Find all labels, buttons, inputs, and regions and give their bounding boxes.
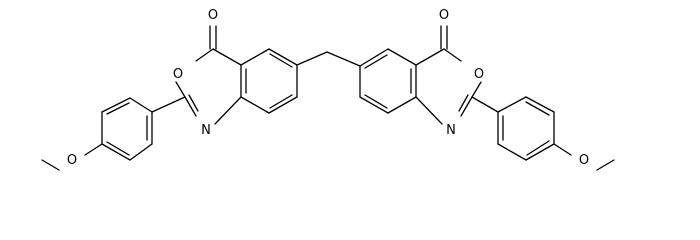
carbonyl-oxygen-left: O bbox=[208, 8, 218, 23]
bond bbox=[415, 48, 445, 66]
bond bbox=[460, 96, 473, 117]
bond bbox=[129, 143, 153, 161]
bond-methyl bbox=[41, 159, 60, 171]
bond bbox=[415, 96, 443, 125]
bond bbox=[151, 96, 186, 113]
bond bbox=[195, 48, 214, 62]
methylene-bridge bbox=[296, 51, 361, 67]
bond-double bbox=[269, 94, 293, 109]
bond-double bbox=[106, 102, 130, 115]
left-benzoxazinone: O O N bbox=[151, 8, 298, 138]
bond bbox=[443, 48, 462, 62]
bond bbox=[101, 97, 131, 113]
left-methoxyphenyl: O bbox=[41, 97, 153, 171]
bond bbox=[497, 143, 527, 161]
bond bbox=[326, 51, 361, 67]
bond-double bbox=[269, 53, 293, 68]
ring-oxygen-left: O bbox=[173, 67, 183, 82]
bond-double bbox=[106, 141, 130, 156]
bond-methyl bbox=[596, 159, 615, 171]
bond bbox=[101, 143, 131, 161]
bond-double bbox=[188, 94, 199, 112]
bond bbox=[84, 143, 103, 156]
bond bbox=[359, 96, 389, 114]
bond bbox=[471, 81, 482, 98]
bond bbox=[175, 81, 186, 98]
bond bbox=[525, 143, 555, 161]
bond bbox=[240, 48, 270, 66]
ring-oxygen-right: O bbox=[474, 67, 484, 82]
chemical-structure-diagram: O O N O bbox=[41, 8, 615, 171]
right-methoxyphenyl: O bbox=[497, 96, 615, 171]
bond bbox=[359, 48, 389, 67]
bond-double bbox=[364, 54, 388, 69]
bond bbox=[212, 48, 242, 66]
methoxy-oxygen-left: O bbox=[67, 153, 77, 168]
bond bbox=[296, 51, 328, 66]
bond bbox=[387, 96, 417, 114]
bond-double bbox=[458, 94, 469, 112]
bond bbox=[387, 48, 417, 66]
bond bbox=[471, 96, 499, 113]
bond bbox=[240, 96, 270, 114]
bond bbox=[214, 96, 242, 125]
methoxy-oxygen-right: O bbox=[579, 153, 589, 168]
bond bbox=[268, 48, 298, 66]
bond bbox=[497, 96, 527, 113]
bond-double bbox=[526, 140, 550, 156]
bond bbox=[525, 96, 555, 113]
ring-nitrogen-left: N bbox=[201, 123, 211, 138]
bond bbox=[184, 96, 197, 117]
bond-double bbox=[525, 101, 550, 116]
bond-double bbox=[364, 94, 388, 109]
ring-nitrogen-right: N bbox=[446, 123, 456, 138]
carbonyl-oxygen-right: O bbox=[439, 8, 449, 23]
right-benzoxazinone: O O N bbox=[359, 8, 499, 138]
bond bbox=[268, 96, 298, 114]
bond bbox=[129, 97, 153, 113]
bond bbox=[553, 143, 572, 156]
